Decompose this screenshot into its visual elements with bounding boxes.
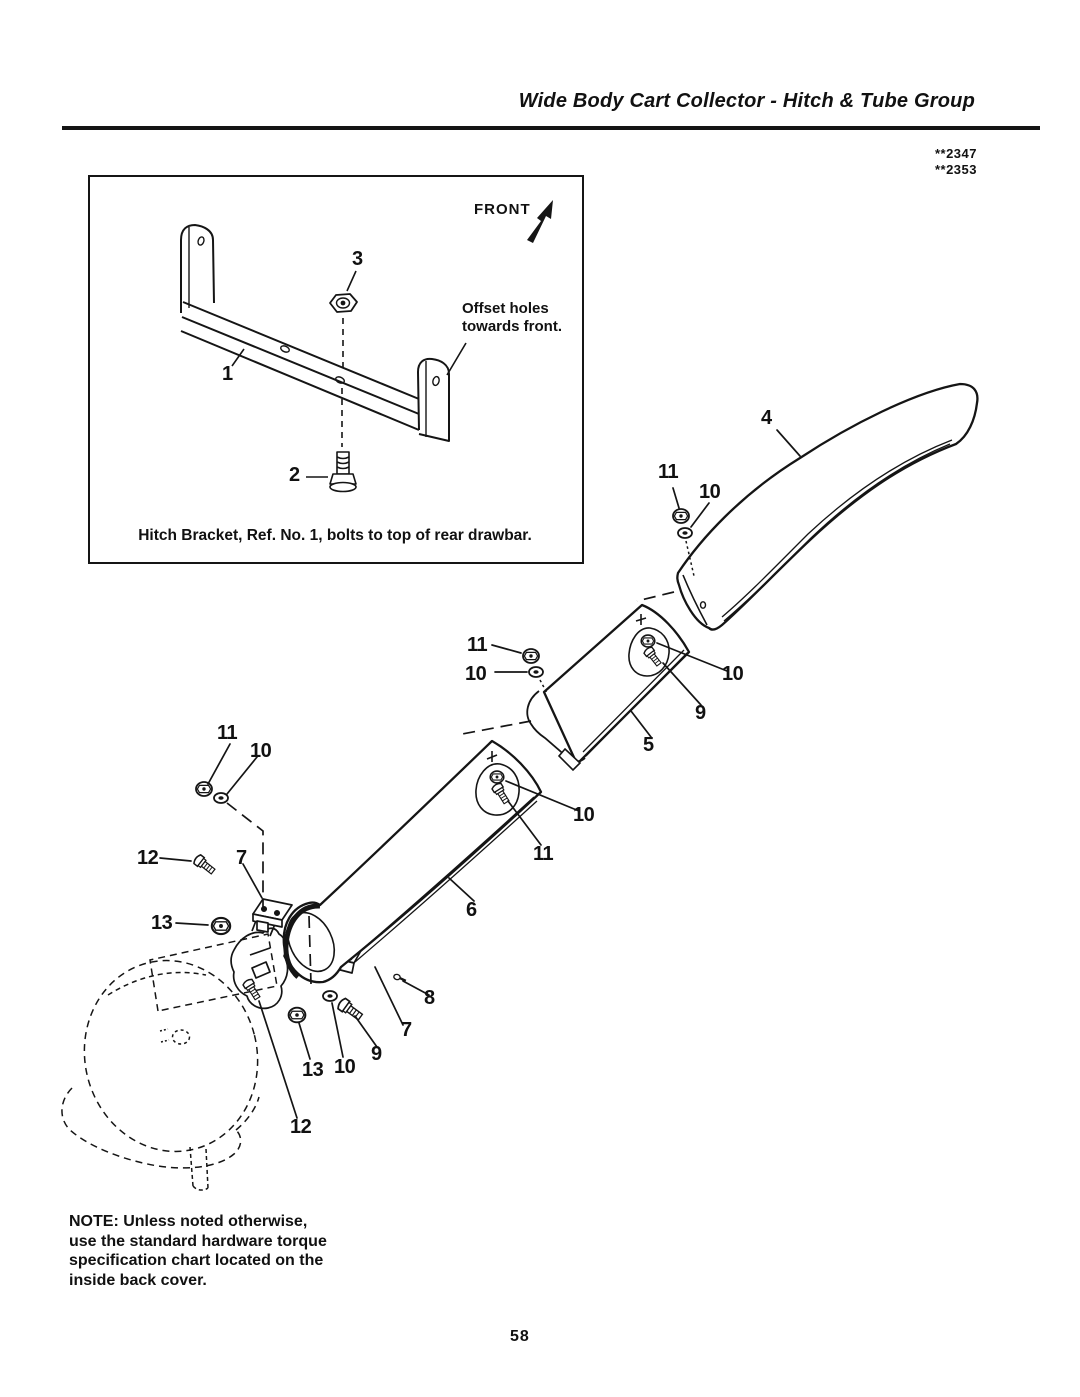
torque-note: NOTE: Unless noted otherwise, use the st…	[69, 1212, 327, 1290]
doc-codes: **2347 **2353	[935, 146, 977, 178]
callout-10: 10	[722, 663, 744, 685]
callout-13: 13	[151, 912, 173, 934]
note-line: inside back cover.	[69, 1271, 207, 1289]
callout-10: 10	[573, 804, 595, 826]
callout-1: 1	[222, 363, 233, 385]
callout-9: 9	[371, 1043, 382, 1065]
doc-code: **2347	[934, 146, 977, 161]
hitch-bracket-inset	[88, 175, 584, 564]
callout-11: 11	[217, 722, 238, 744]
tube-6-art	[282, 739, 543, 984]
blower-deck-art	[61, 933, 278, 1191]
callout-9: 9	[695, 702, 706, 724]
offset-note-line1: Offset holes	[462, 300, 549, 317]
callout-11: 11	[467, 634, 488, 656]
callout-12: 12	[137, 847, 159, 869]
tube-4-art	[676, 382, 979, 631]
callout-10: 10	[465, 663, 487, 685]
header-rule	[62, 126, 1040, 130]
offset-note-line2: towards front.	[462, 318, 562, 335]
page-number: 58	[510, 1328, 530, 1345]
inset-caption: Hitch Bracket, Ref. No. 1, bolts to top …	[138, 527, 532, 544]
tube-5-art	[526, 603, 691, 772]
doc-code: **2353	[934, 162, 977, 177]
callout-12: 12	[290, 1116, 312, 1138]
callout-10: 10	[699, 481, 721, 503]
callout-2: 2	[289, 464, 300, 486]
page-title: Wide Body Cart Collector - Hitch & Tube …	[518, 90, 975, 112]
alignment-lines-art	[226, 540, 695, 985]
callout-4: 4	[761, 407, 772, 429]
callout-6: 6	[466, 899, 477, 921]
note-line: NOTE: Unless noted otherwise,	[69, 1213, 308, 1230]
note-line: use the standard hardware torque	[69, 1232, 327, 1250]
callout-10: 10	[250, 740, 272, 762]
callout-10: 10	[334, 1056, 356, 1078]
callout-11: 11	[658, 461, 679, 483]
callout-7: 7	[236, 847, 247, 869]
front-label: FRONT	[474, 201, 531, 218]
note-line: specification chart located on the	[69, 1252, 324, 1269]
callout-7: 7	[401, 1019, 412, 1041]
leader-lines-art	[159, 429, 801, 1119]
fasteners-art	[191, 508, 693, 1024]
hitch-bracket-inset-art	[180, 200, 553, 493]
callout-11: 11	[533, 843, 554, 865]
callout-8: 8	[424, 987, 435, 1009]
callout-5: 5	[643, 734, 654, 756]
callout-13: 13	[302, 1059, 324, 1081]
callout-3: 3	[352, 248, 363, 270]
